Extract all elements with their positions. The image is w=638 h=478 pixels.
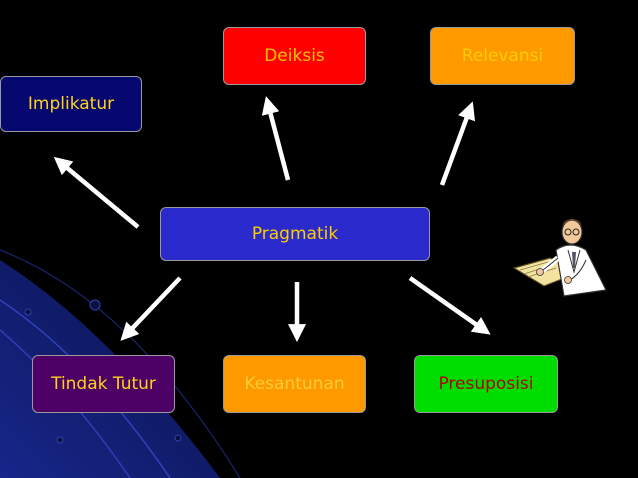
node-pragmatik-label: Pragmatik xyxy=(251,224,339,244)
node-presuposisi-label: Presuposisi xyxy=(438,374,534,394)
node-deiksis-label: Deiksis xyxy=(264,46,325,66)
node-relevansi-label: Relevansi xyxy=(461,46,544,66)
node-relevansi: Relevansi xyxy=(430,27,575,85)
node-implikatur: Implikatur xyxy=(0,76,142,132)
scholar-reading-icon xyxy=(512,219,607,297)
node-kesantunan-label: Kesantunan xyxy=(244,374,345,394)
node-tindak-tutur-label: Tindak Tutur xyxy=(51,374,156,394)
node-kesantunan: Kesantunan xyxy=(223,355,366,413)
node-deiksis: Deiksis xyxy=(223,27,366,85)
node-tindak-tutur: Tindak Tutur xyxy=(32,355,175,413)
node-presuposisi: Presuposisi xyxy=(414,355,558,413)
node-implikatur-label: Implikatur xyxy=(27,94,115,114)
node-pragmatik: Pragmatik xyxy=(160,207,430,261)
